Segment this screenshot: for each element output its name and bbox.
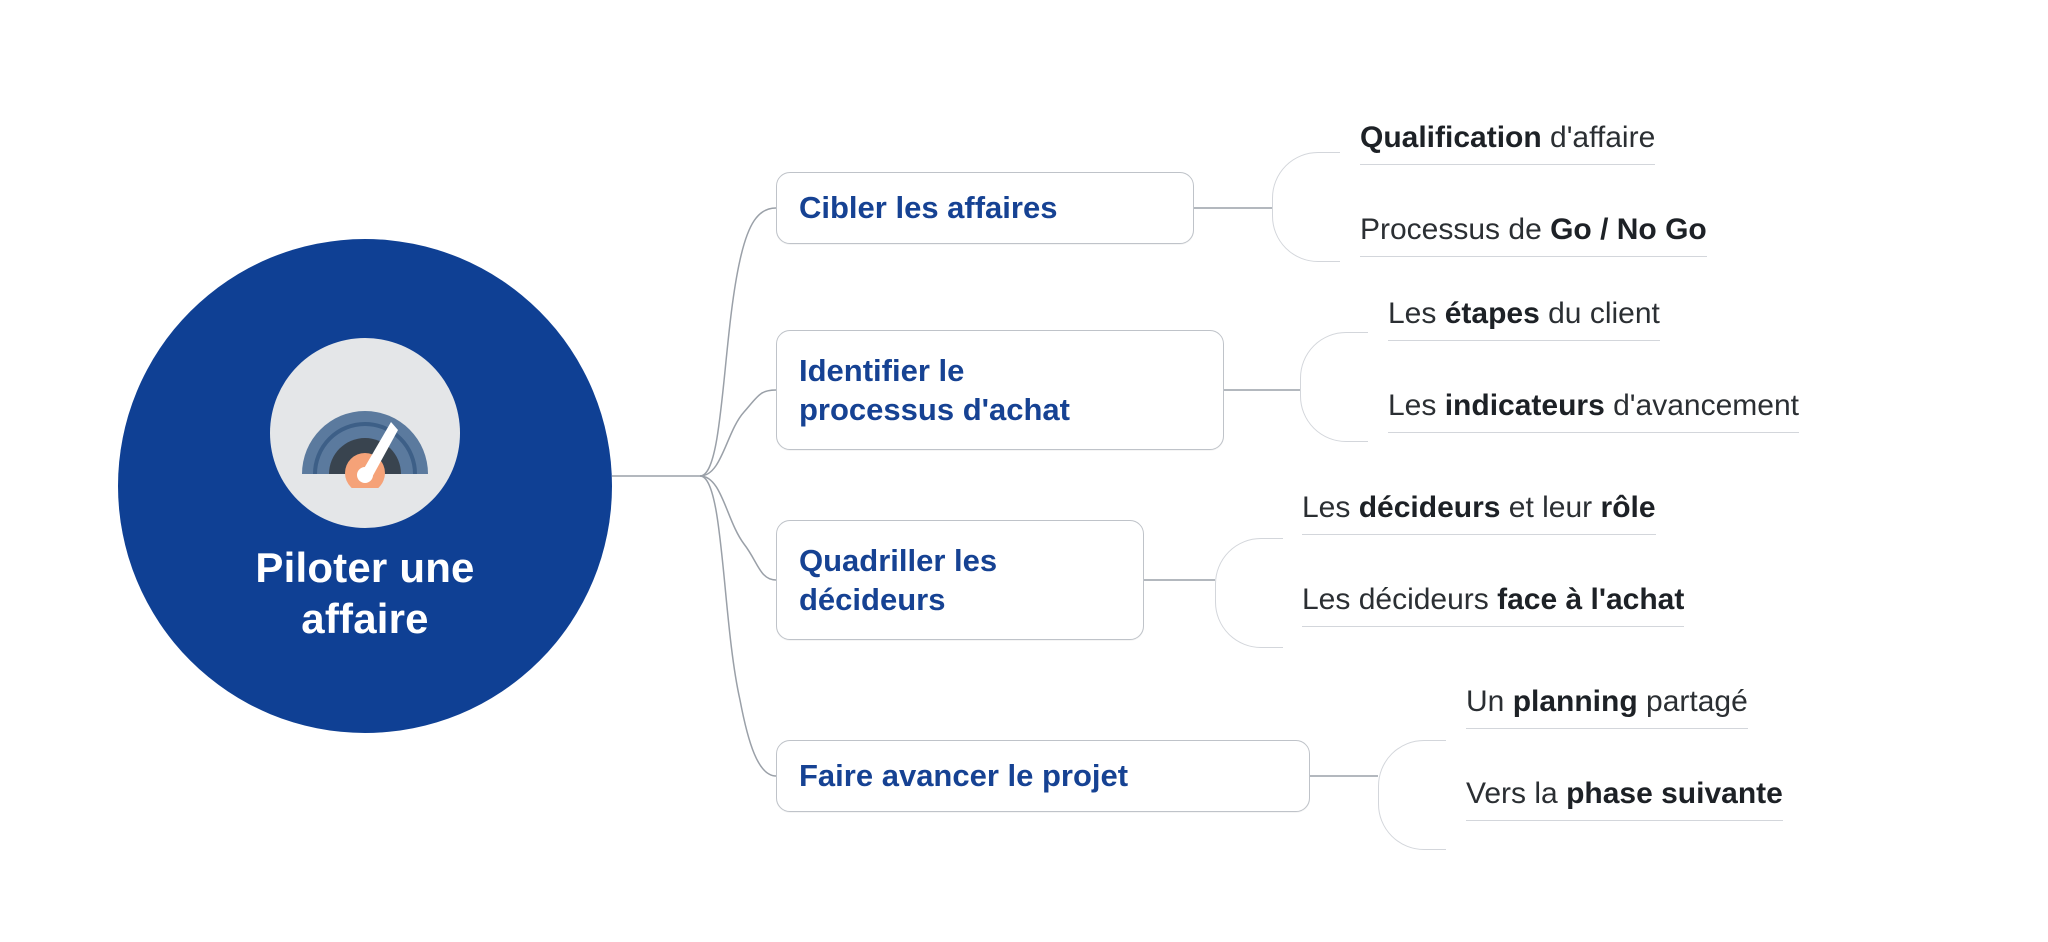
leaf-text-plain: Un [1466,685,1513,718]
branch-label-line: processus d'achat [799,392,1070,427]
gauge-icon [270,337,460,528]
pill-mask-2 [1283,532,2048,656]
leaf-text-plain: et leur [1500,491,1601,524]
leaf-text-emphasis: planning [1512,685,1638,718]
leaf-node-les-indicateurs-d-avancement[interactable]: Les indicateurs d'avancement [1388,388,1799,433]
leaf-text-emphasis: indicateurs [1444,389,1605,422]
leaf-text-emphasis: décideurs [1358,491,1501,524]
leaf-text-plain: Les décideurs [1302,583,1498,616]
leaf-text-plain: d'avancement [1604,389,1799,422]
branch-node-identifier-le-processus-d-achat[interactable]: Identifier le processus d'achat [776,330,1224,450]
leaf-text-plain: partagé [1637,685,1748,718]
leaf-text-plain: du client [1539,297,1660,330]
leaf-node-les-etapes-du-client[interactable]: Les étapes du client [1388,296,1660,341]
leaf-node-les-decideurs-face-a-l-achat[interactable]: Les décideurs face à l'achat [1302,582,1685,627]
leaf-node-vers-la-phase-suivante[interactable]: Vers la phase suivante [1466,776,1783,821]
connector-root-branch-0 [699,207,777,477]
leaf-node-processus-de-go-no-go[interactable]: Processus de Go / No Go [1360,212,1707,257]
pill-mask-1 [1368,326,2048,450]
branch-node-quadriller-les-decideurs[interactable]: Quadriller les décideurs [776,520,1144,640]
branch-node-faire-avancer-le-projet[interactable]: Faire avancer le projet [776,740,1310,812]
leaf-text-plain: Les [1302,491,1359,524]
leaf-text-plain: Processus de [1360,213,1551,246]
branch-node-cibler-les-affaires[interactable]: Cibler les affaires [776,172,1194,244]
connector-root-branch-1 [699,389,777,477]
leaf-text-plain: Les [1388,297,1445,330]
branch-label-line: Identifier le [799,352,965,388]
pill-mask-3 [1446,734,2048,858]
leaf-text-plain: d'affaire [1541,121,1656,154]
leaf-text-plain: Vers la [1466,777,1567,810]
leaf-text-emphasis: rôle [1600,491,1656,524]
leaf-text-emphasis: face à l'achat [1497,583,1685,616]
branch-label-line: Cibler les affaires [799,190,1058,226]
leaf-node-un-planning-partage[interactable]: Un planning partagé [1466,684,1748,729]
leaf-text-emphasis: Go / No Go [1550,213,1707,246]
leaf-text-emphasis: Qualification [1360,121,1542,154]
root-label-line-1: Piloter une [255,543,475,591]
branch-label-line: décideurs [799,582,946,617]
pill-mask-0 [1340,146,2048,270]
root-label-line-2: affaire [301,595,429,642]
connector-root-branch-2 [699,475,777,581]
leaf-node-qualification-d-affaire[interactable]: Qualification d'affaire [1360,120,1656,165]
leaf-node-les-decideurs-et-leur-role[interactable]: Les décideurs et leur rôle [1302,490,1656,535]
leaf-text-plain: Les [1388,389,1445,422]
connector-root-branch-3 [699,475,777,777]
leaf-text-emphasis: phase suivante [1566,777,1783,810]
root-label: Piloter une affaire [200,542,530,644]
branch-label-line: Quadriller les [799,542,998,578]
branch-label-line: Faire avancer le projet [799,758,1129,794]
leaf-text-emphasis: étapes [1444,297,1540,330]
root-node[interactable]: Piloter une affaire [118,239,612,733]
